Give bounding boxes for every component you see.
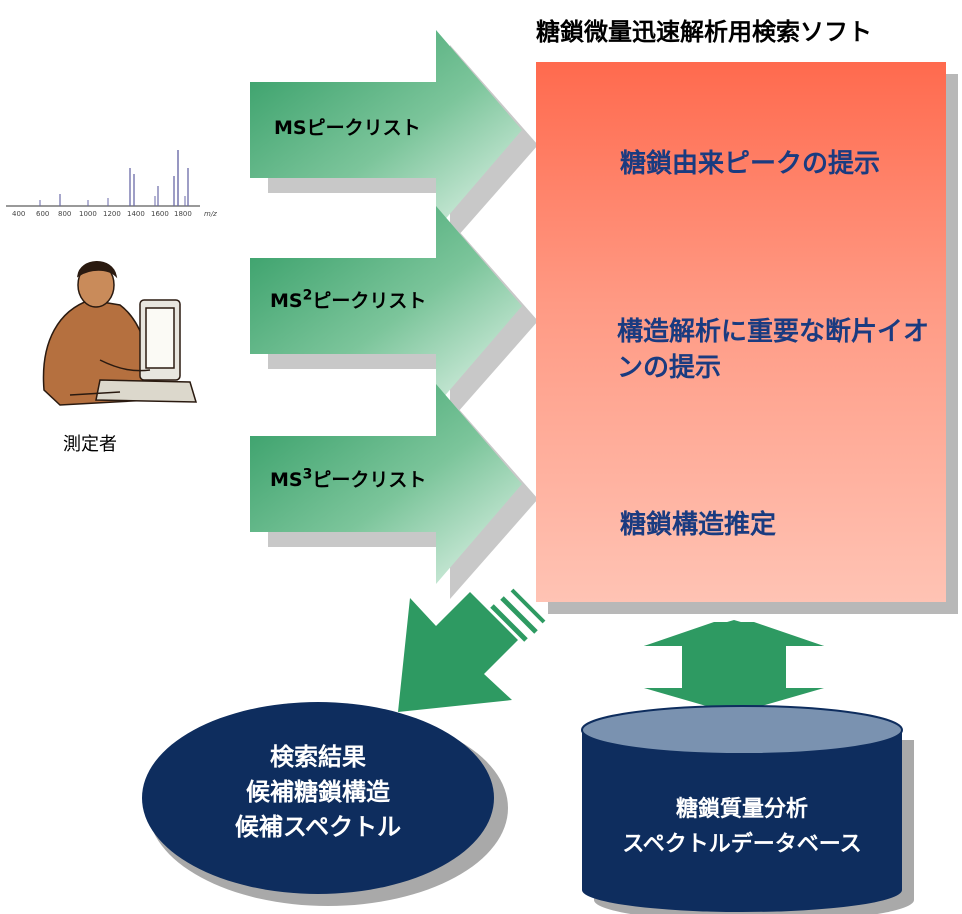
ms-spectrum-plot <box>6 150 200 207</box>
software-box <box>536 62 946 602</box>
input-arrow-2 <box>250 206 538 421</box>
tick-1800: 1800 <box>174 210 192 218</box>
input-arrow-1 <box>250 30 538 245</box>
tick-1600: 1600 <box>151 210 169 218</box>
tick-1200: 1200 <box>103 210 121 218</box>
tick-400: 400 <box>12 210 25 218</box>
result-line-3: 候補スペクトル <box>234 813 402 841</box>
tick-1400: 1400 <box>127 210 145 218</box>
output-arrow <box>398 588 546 712</box>
input-label-ms3: MS3ピークリスト <box>270 466 427 491</box>
input-arrow-3 <box>250 384 538 599</box>
input-label-ms1: MSピークリスト <box>274 117 421 139</box>
tick-600: 600 <box>36 210 49 218</box>
result-line-1: 検索結果 <box>270 743 366 771</box>
database-text: 糖鎖質量分析 スペクトルデータベース <box>582 792 902 862</box>
database-line-2: スペクトルデータベース <box>622 832 862 857</box>
database-line-1: 糖鎖質量分析 <box>675 797 808 822</box>
software-title: 糖鎖微量迅速解析用検索ソフト <box>536 18 872 46</box>
bidirectional-arrow <box>644 620 824 714</box>
tick-800: 800 <box>58 210 71 218</box>
operator-label: 測定者 <box>63 434 117 455</box>
step-1-text: 糖鎖由来ピークの提示 <box>620 149 881 179</box>
result-text: 検索結果 候補糖鎖構造 候補スペクトル <box>160 740 476 845</box>
operator-figure <box>42 261 198 406</box>
spectrum-tick-labels: 400 600 800 1000 1200 1400 1600 1800 m/z <box>12 210 217 218</box>
tick-1000: 1000 <box>79 210 97 218</box>
result-line-2: 候補糖鎖構造 <box>246 778 390 806</box>
result-oval <box>142 702 508 906</box>
step-3-text: 糖鎖構造推定 <box>620 510 777 540</box>
input-label-ms2: MS2ピークリスト <box>270 287 427 312</box>
x-unit: m/z <box>204 210 217 218</box>
database-cylinder <box>581 705 914 914</box>
step-2-text: 構造解析に重要な断片イオンの提示 <box>617 317 930 383</box>
